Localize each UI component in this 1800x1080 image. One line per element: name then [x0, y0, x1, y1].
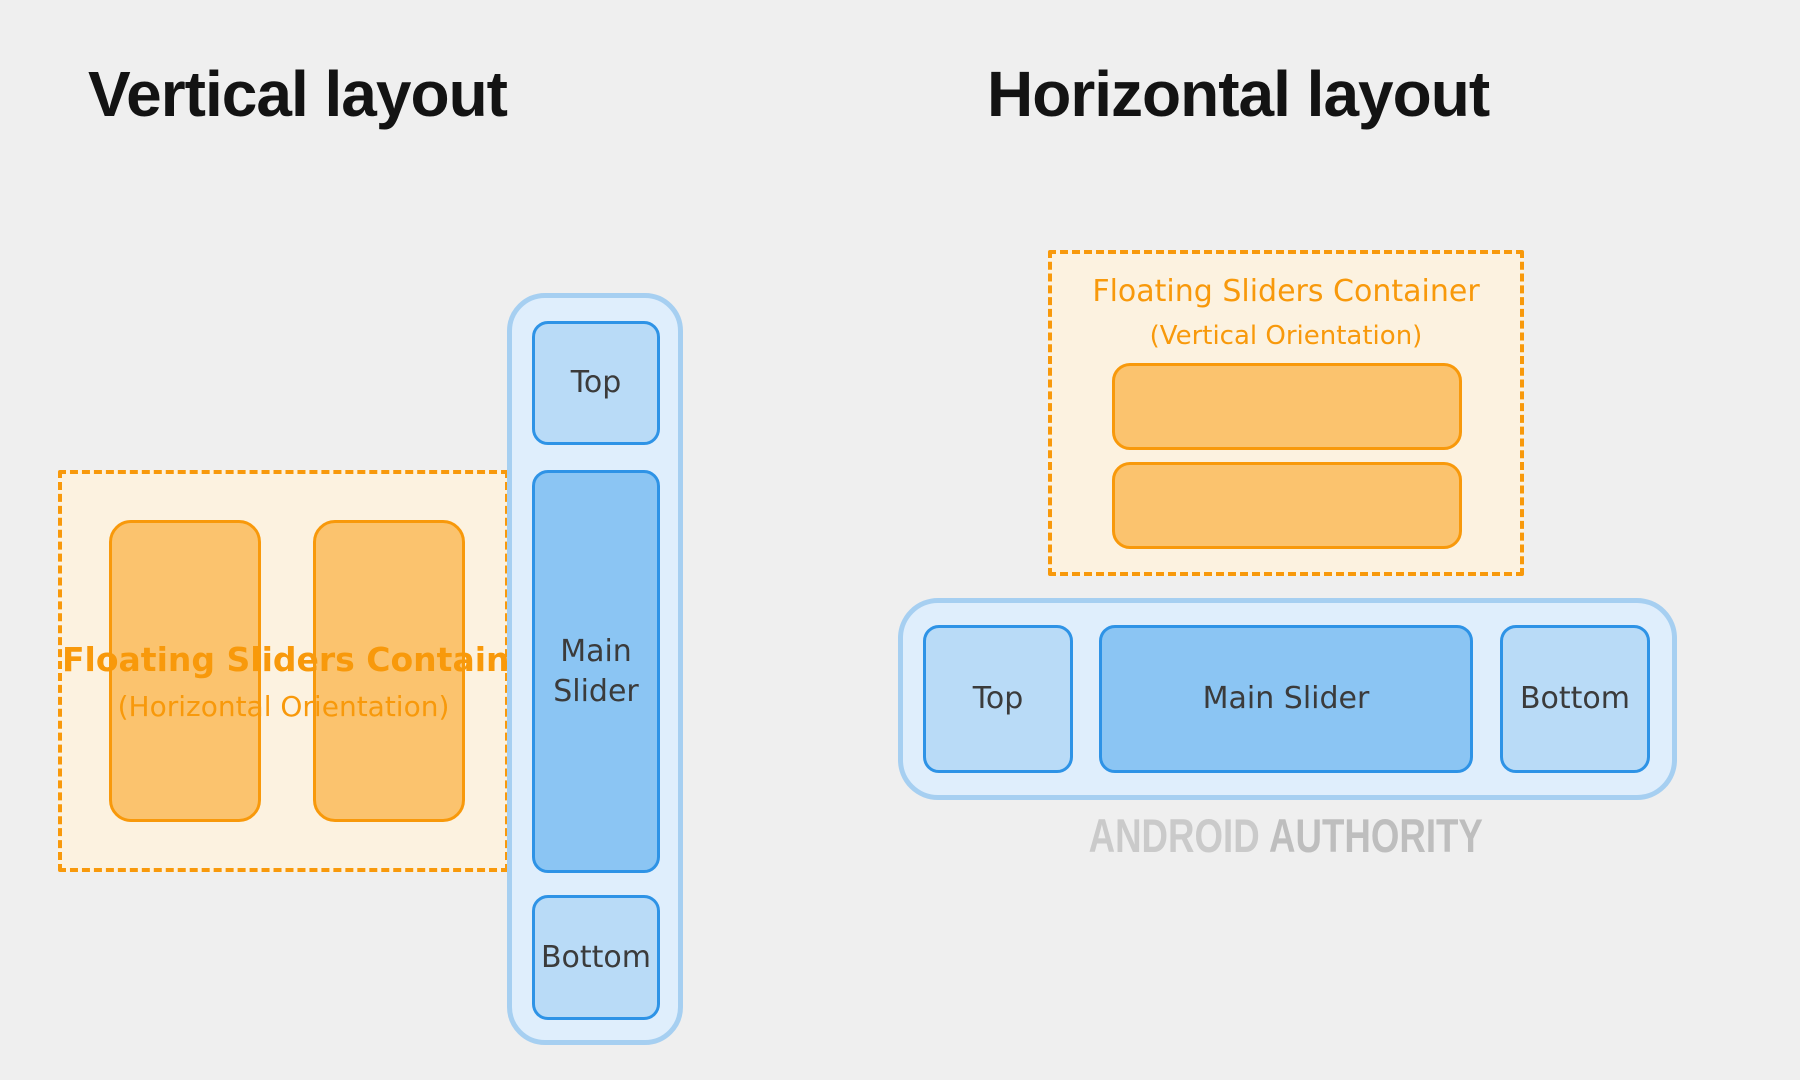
floating-slider-left	[109, 520, 261, 822]
top-slider-label: Top	[972, 681, 1024, 716]
main-slider-label: Main Slider	[553, 633, 639, 709]
main-slider-box: Main Slider	[532, 470, 660, 873]
top-slider-box: Top	[532, 321, 660, 445]
floating-container-label: Floating Sliders Container	[62, 640, 549, 679]
bottom-slider-box: Bottom	[532, 895, 660, 1020]
floating-sliders-container-horizontal: Floating Sliders Container (Horizontal O…	[58, 470, 549, 872]
floating-container-orientation: (Vertical Orientation)	[1149, 321, 1423, 351]
top-slider-label: Top	[570, 365, 622, 400]
main-slider-box: Main Slider	[1099, 625, 1473, 773]
floating-slider-right	[313, 520, 465, 822]
watermark-word-android: ANDROID	[1088, 809, 1260, 862]
vertical-layout-title: Vertical layout	[88, 58, 508, 130]
floating-container-orientation: (Horizontal Orientation)	[117, 690, 450, 723]
horizontal-slider-container: Top Main Slider Bottom	[898, 598, 1677, 800]
bottom-slider-box: Bottom	[1500, 625, 1650, 773]
watermark-word-authority: AUTHORITY	[1269, 809, 1484, 862]
bottom-slider-label: Bottom	[540, 939, 652, 975]
bottom-slider-label: Bottom	[1519, 681, 1631, 716]
floating-slider-bottom	[1112, 462, 1462, 549]
horizontal-layout-title: Horizontal layout	[987, 58, 1490, 130]
main-slider-label: Main Slider	[1202, 681, 1370, 716]
floating-sliders-container-vertical: Floating Sliders Container (Vertical Ori…	[1048, 250, 1524, 576]
floating-slider-top	[1112, 363, 1462, 450]
top-slider-box: Top	[923, 625, 1073, 773]
vertical-slider-container: Top Main Slider Bottom	[507, 293, 683, 1045]
floating-container-label: Floating Sliders Container	[1092, 274, 1480, 309]
